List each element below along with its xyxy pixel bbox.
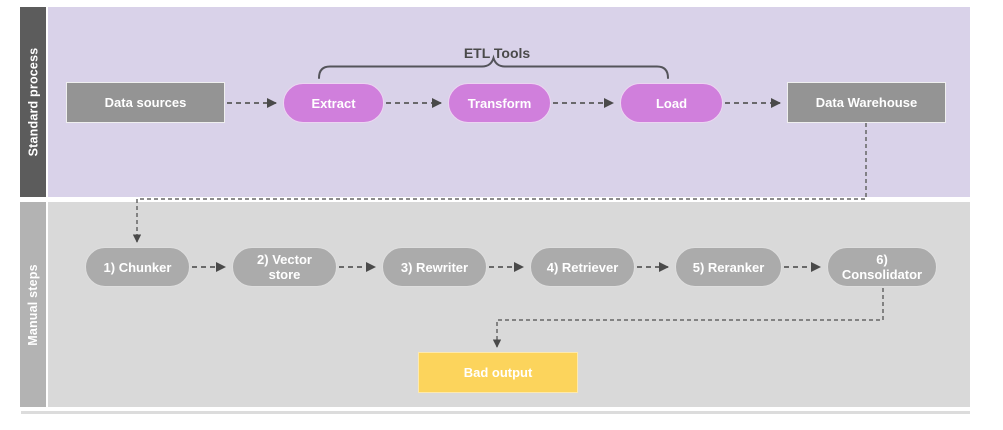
node-data-sources-label: Data sources: [104, 95, 187, 110]
node-bad-output: Bad output: [418, 352, 578, 393]
lane-manual-steps-label: Manual steps: [26, 263, 40, 346]
node-data-warehouse-label: Data Warehouse: [815, 95, 918, 110]
node-rewriter: 3) Rewriter: [382, 247, 487, 287]
node-vector-store-label: 2) Vector store: [257, 252, 312, 282]
node-extract-label: Extract: [311, 95, 356, 111]
node-consolidator: 6) Consolidator: [827, 247, 937, 287]
node-chunker-label: 1) Chunker: [103, 259, 172, 275]
node-transform: Transform: [448, 83, 551, 123]
bottom-separator-line: [21, 411, 970, 414]
lane-manual-steps-bar: Manual steps: [20, 202, 46, 407]
lane-standard-process-label: Standard process: [26, 47, 41, 157]
node-data-warehouse: Data Warehouse: [787, 82, 946, 123]
node-consolidator-label: 6) Consolidator: [841, 252, 923, 282]
node-transform-label: Transform: [467, 95, 532, 111]
node-chunker: 1) Chunker: [85, 247, 190, 287]
node-reranker-label: 5) Reranker: [692, 259, 765, 275]
node-retriever-label: 4) Retriever: [546, 259, 619, 275]
node-data-sources: Data sources: [66, 82, 225, 123]
lane-standard-process-bar: Standard process: [20, 7, 46, 197]
node-reranker: 5) Reranker: [675, 247, 782, 287]
node-load: Load: [620, 83, 723, 123]
node-bad-output-label: Bad output: [463, 365, 533, 380]
node-load-label: Load: [655, 95, 688, 111]
node-rewriter-label: 3) Rewriter: [400, 259, 469, 275]
node-vector-store: 2) Vector store: [232, 247, 337, 287]
etl-tools-group-label: ETL Tools: [463, 45, 531, 61]
node-retriever: 4) Retriever: [530, 247, 635, 287]
node-extract: Extract: [283, 83, 384, 123]
